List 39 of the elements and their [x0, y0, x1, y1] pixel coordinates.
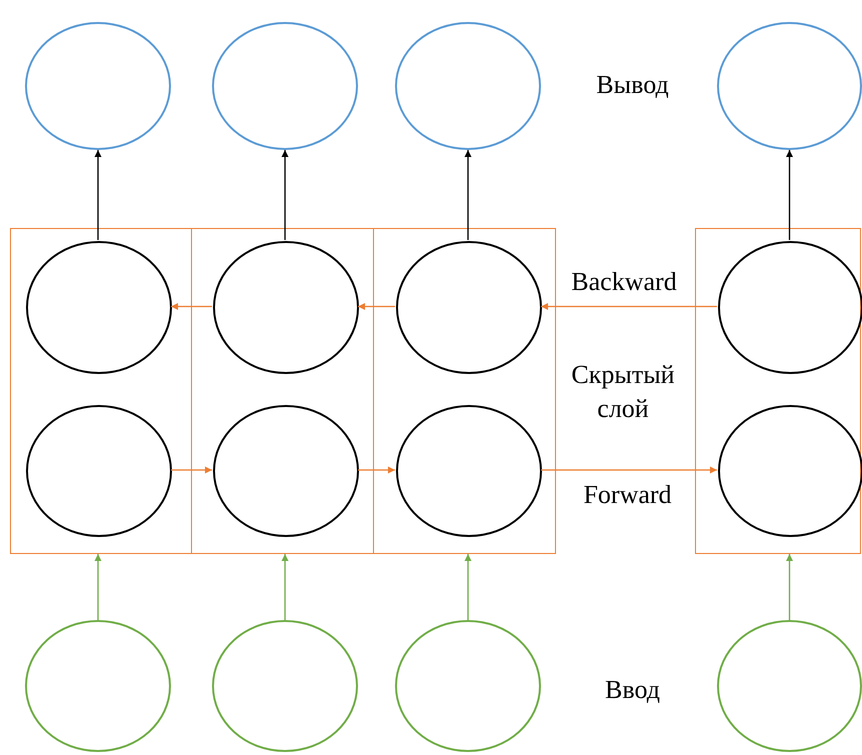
circle-node [26, 405, 172, 537]
circle-node [212, 22, 358, 150]
arrow [358, 303, 395, 310]
cell-frame [695, 228, 861, 554]
layer-label: Backward [570, 266, 678, 298]
circle-node [213, 241, 359, 374]
cell-frame [10, 228, 192, 554]
arrow [171, 466, 212, 474]
circle-node [395, 620, 541, 752]
arrow [464, 554, 472, 620]
arrow [464, 150, 472, 240]
circle-node [717, 620, 862, 752]
circle-node [213, 405, 359, 537]
layer-label: Ввод [604, 674, 661, 706]
arrow [541, 466, 717, 474]
cell-frame [373, 228, 556, 554]
circle-node [717, 22, 862, 150]
arrow [282, 150, 288, 240]
arrow [282, 554, 288, 620]
circle-node [718, 405, 862, 537]
arrow [94, 150, 102, 240]
arrow [786, 554, 793, 620]
circle-node [25, 22, 171, 150]
cell-frame [191, 228, 374, 554]
arrow [541, 303, 717, 310]
layer-label: Скрытый слой [570, 359, 676, 425]
arrow [94, 554, 102, 620]
circle-node [395, 22, 541, 150]
circle-node [212, 620, 358, 752]
circle-node [718, 241, 862, 374]
arrow [786, 150, 793, 240]
circle-node [396, 241, 542, 374]
circle-node [396, 405, 542, 537]
arrow [358, 466, 395, 474]
layer-label: Вывод [595, 69, 670, 101]
arrow [171, 303, 212, 310]
circle-node [25, 620, 171, 752]
layer-label: Forward [582, 479, 673, 511]
circle-node [26, 241, 172, 374]
